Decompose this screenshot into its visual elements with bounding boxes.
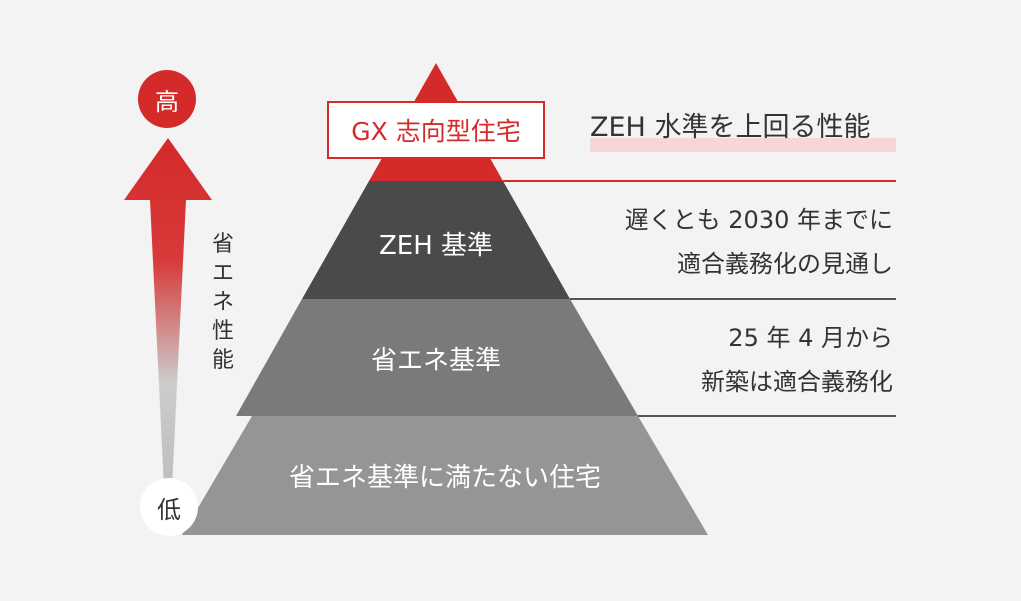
tier-standard-shape	[236, 299, 638, 416]
low-indicator: 低	[140, 478, 198, 536]
axis-label-char: 性	[211, 319, 234, 344]
axis-label-char: エ	[211, 261, 234, 286]
gx-description: ZEH 水準を上回る性能	[590, 112, 871, 143]
performance-arrow	[124, 138, 212, 488]
axis-label-char: ネ	[211, 290, 234, 315]
high-indicator: 高	[138, 70, 196, 128]
axis-label: 省エネ性能	[208, 230, 238, 375]
standard-description-line-1: 25 年 4 月から	[728, 324, 893, 352]
tier-gx-label: GX 志向型住宅	[327, 101, 545, 159]
tier-below-shape	[182, 416, 708, 535]
axis-label-char: 省	[211, 232, 234, 257]
axis-label-char: 能	[211, 348, 234, 373]
zeh-description-line-1: 遅くとも 2030 年までに	[624, 206, 893, 234]
tier-zeh-label: ZEH 基準	[378, 231, 494, 261]
gx-description-highlight	[590, 138, 896, 152]
standard-description: 25 年 4 月から 新築は適合義務化	[701, 316, 893, 404]
tier-standard-label: 省エネ基準	[370, 346, 502, 376]
standard-description-line-2: 新築は適合義務化	[701, 368, 893, 396]
tier-zeh-shape	[302, 181, 570, 299]
zeh-description-line-2: 適合義務化の見通し	[677, 250, 893, 278]
zeh-description: 遅くとも 2030 年までに 適合義務化の見通し	[625, 198, 893, 286]
tier-below-label: 省エネ基準に満たない住宅	[288, 463, 602, 493]
